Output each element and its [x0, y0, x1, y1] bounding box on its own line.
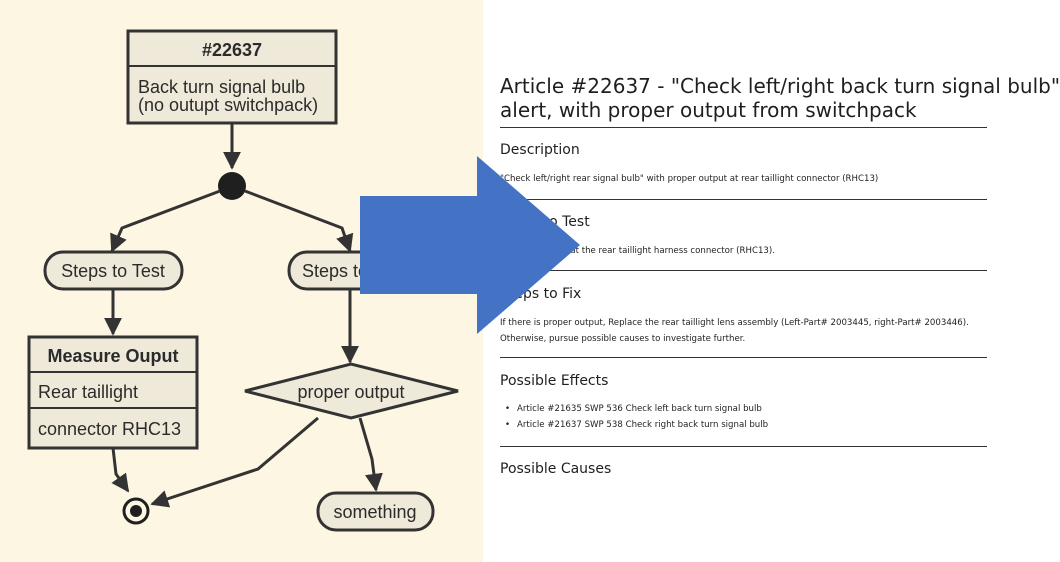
description-text: "Check left/right rear signal bulb" with… [500, 174, 879, 184]
flow-edge [111, 447, 130, 493]
effects-heading: Possible Effects [500, 373, 609, 389]
article-title-line1: Article #22637 - "Check left/right back … [500, 74, 1060, 98]
divider [500, 199, 987, 200]
flowchart-diagram: #22637 Back turn signal bulb (no outupt … [27, 29, 459, 532]
flow-edge [110, 189, 221, 253]
measure-node-row1: Rear taillight [38, 382, 138, 402]
transition-arrow-icon [360, 156, 580, 334]
divider [500, 357, 987, 358]
effect-link-1[interactable]: Article #21635 SWP 536 Check left back t… [505, 404, 762, 414]
article-node-line1: Back turn signal bulb [138, 77, 305, 97]
article-title-line2: alert, with proper output from switchpac… [500, 98, 917, 122]
divider [500, 270, 987, 271]
fix-text-2: Otherwise, pursue possible causes to inv… [500, 334, 746, 344]
article-node-line2: (no outupt switchpack) [138, 95, 318, 115]
flow-edge [244, 189, 354, 253]
description-heading: Description [500, 142, 580, 158]
divider [500, 127, 987, 128]
measure-node: Measure Ouput Rear taillight connector R… [27, 335, 199, 450]
causes-heading: Possible Causes [500, 461, 612, 477]
flow-edge [150, 416, 319, 508]
terminal-label: something [333, 502, 416, 522]
article-node: #22637 Back turn signal bulb (no outupt … [126, 29, 338, 125]
fork-node [218, 172, 246, 200]
terminal-node: something [316, 491, 435, 532]
article-panel: Article #22637 - "Check left/right back … [483, 0, 1060, 562]
steps-to-test-label: Steps to Test [61, 261, 165, 281]
article-title: Article #22637 - "Check left/right back … [500, 74, 1060, 122]
steps-to-test-node: Steps to Test [43, 250, 184, 291]
measure-node-row2: connector RHC13 [38, 419, 181, 439]
decision-label: proper output [297, 382, 404, 402]
divider [500, 446, 987, 447]
flow-edge [358, 417, 383, 492]
test-text: Measure output at the rear taillight har… [500, 246, 775, 256]
end-node [122, 497, 150, 525]
measure-node-title: Measure Ouput [47, 346, 178, 366]
article-node-id: #22637 [202, 40, 262, 60]
effect-link-2[interactable]: Article #21637 SWP 538 Check right back … [505, 420, 768, 430]
decision-node: proper output [244, 362, 459, 420]
fix-text-1: If there is proper output, Replace the r… [500, 318, 969, 328]
